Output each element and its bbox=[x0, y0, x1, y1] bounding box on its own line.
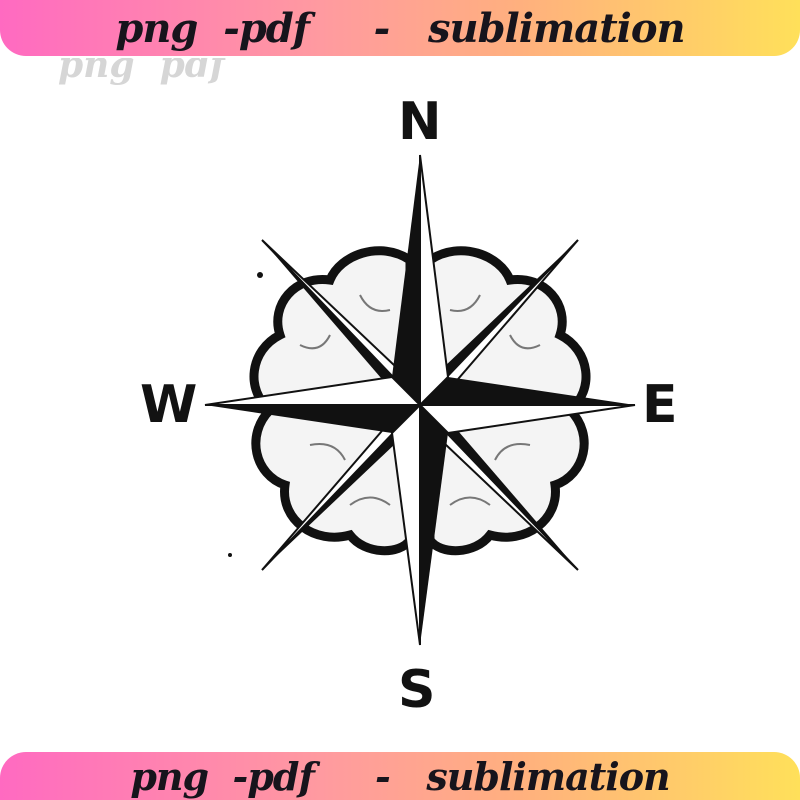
bottom-banner-text: png -pdf - sublimation bbox=[130, 753, 670, 799]
brain-compass-icon bbox=[204, 154, 636, 646]
top-banner: png -pdf - sublimation bbox=[0, 0, 800, 56]
compass-rose-cardinal bbox=[204, 154, 636, 646]
west-label: W bbox=[140, 375, 198, 435]
north-label: N bbox=[398, 92, 442, 152]
top-banner-text: png -pdf - sublimation bbox=[115, 4, 685, 52]
south-label: S bbox=[398, 660, 436, 720]
compass-rose-diagonal bbox=[261, 239, 579, 571]
watermark-text: png pdf bbox=[58, 44, 226, 86]
east-label: E bbox=[642, 375, 678, 435]
bottom-banner: png -pdf - sublimation bbox=[0, 752, 800, 800]
